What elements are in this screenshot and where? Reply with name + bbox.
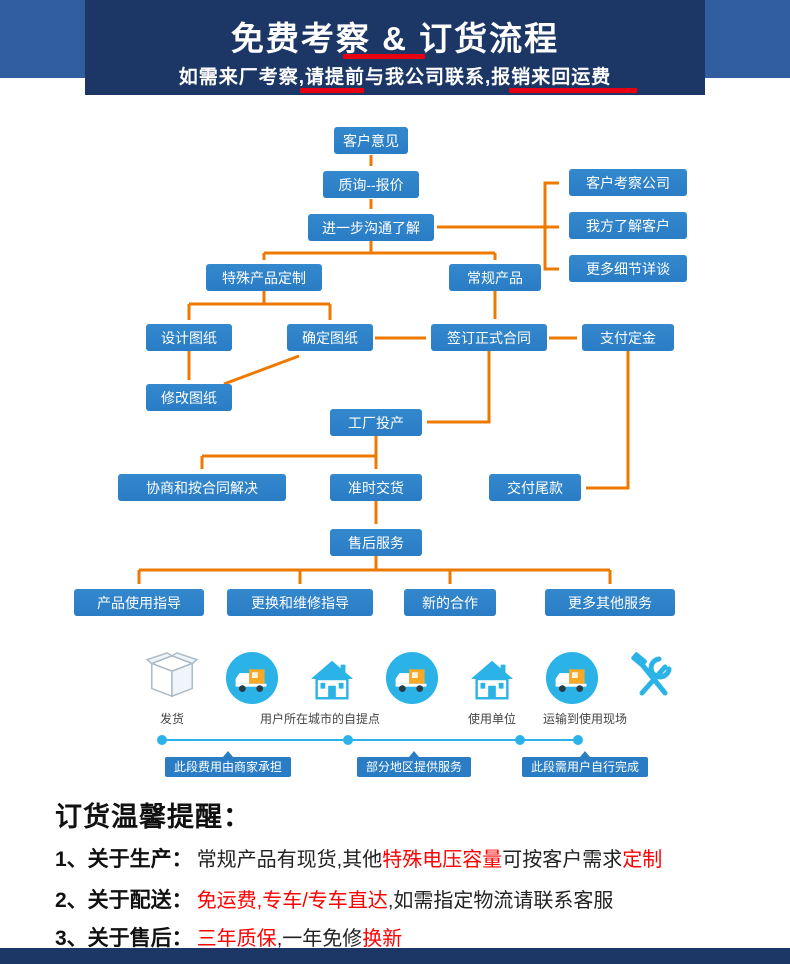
flow-node-custom-product: 特殊产品定制 [206, 264, 322, 291]
reminder-text-highlight: 免运费,专车/专车直达 [196, 890, 388, 912]
logistics-label: 运输到使用现场 [542, 712, 628, 726]
flow-node-after-sales: 售后服务 [330, 529, 422, 556]
logistics-label: 用户所在城市的自提点 [259, 712, 381, 726]
reminders-heading: 订货温馨提醒： [55, 802, 251, 832]
flow-node-further-communication: 进一步沟通了解 [308, 214, 434, 241]
reminder-item-delivery: 2、关于配送：免运费,专车/专车直达,如需指定物流请联系客服 [55, 884, 613, 914]
reminder-text: ,如需指定物流请联系客服 [387, 890, 614, 912]
timeline-segment-label: 部分地区提供服务 [357, 751, 472, 777]
header-banner: 免费考察 & 订货流程 如需来厂考察,请提前与我公司联系,报销来回运费 [0, 0, 790, 95]
flow-node-design-drawing: 设计图纸 [146, 324, 232, 351]
flow-arrow [223, 354, 300, 386]
flow-arrow [427, 351, 491, 424]
reminder-label: 2、关于配送： [55, 889, 193, 912]
truck-icon [545, 651, 599, 710]
flow-node-standard-product: 常规产品 [449, 264, 541, 291]
flow-node-inquiry-quote: 质询--报价 [323, 171, 419, 198]
box-icon [145, 650, 199, 707]
timeline-segment-label: 此段需用户自行完成 [522, 751, 649, 777]
reminder-label: 3、关于售后： [55, 927, 193, 950]
reminder-text-highlight: 定制 [622, 849, 663, 871]
flow-node-sign-contract: 签订正式合同 [431, 324, 547, 351]
flow-node-confirm-drawing: 确定图纸 [287, 324, 373, 351]
flow-node-usage-guidance: 产品使用指导 [74, 589, 204, 616]
logistics-label: 使用单位 [467, 712, 517, 726]
flow-arrow [586, 351, 630, 490]
reminder-text-highlight: 特殊电压容量 [382, 849, 503, 871]
logistics-label: 发货 [159, 712, 185, 726]
truck-icon [225, 651, 279, 710]
timeline-dot [157, 735, 167, 745]
house-icon [468, 656, 516, 709]
subtitle-underline-accent [509, 88, 637, 93]
tools-icon [627, 651, 677, 706]
house-icon [308, 656, 356, 709]
reminder-text: 常规产品有现货,其他 [196, 849, 383, 871]
reminder-item-after-sales: 3、关于售后：三年质保,一年免修换新 [55, 922, 402, 952]
reminder-label: 1、关于生产： [55, 848, 193, 871]
flow-node-understand-client: 我方了解客户 [569, 212, 687, 239]
reminder-text: ,一年免修 [276, 928, 363, 950]
flow-arrow [543, 227, 559, 271]
timeline-dot [343, 735, 353, 745]
ribbon-right [695, 0, 790, 78]
flow-arrow [543, 181, 559, 227]
footer-bar [0, 948, 790, 964]
flow-node-pay-balance: 交付尾款 [489, 474, 581, 501]
flow-node-factory-production: 工厂投产 [330, 409, 422, 436]
timeline-dot [573, 735, 583, 745]
header-panel [85, 0, 705, 95]
flow-node-discuss-details: 更多细节详谈 [569, 255, 687, 282]
reminder-text-highlight: 三年质保 [196, 928, 277, 950]
reminder-item-production: 1、关于生产：常规产品有现货,其他特殊电压容量可按客户需求定制 [55, 843, 662, 873]
timeline-dot [515, 735, 525, 745]
timeline-segment-label: 此段费用由商家承担 [165, 751, 292, 777]
subtitle-underline-accent [300, 88, 364, 93]
flow-node-revise-drawing: 修改图纸 [146, 384, 232, 411]
ribbon-left [0, 0, 95, 78]
flow-node-more-services: 更多其他服务 [545, 589, 675, 616]
flow-node-new-cooperation: 新的合作 [404, 589, 496, 616]
title-underline-accent [343, 54, 425, 59]
flow-node-repair-guidance: 更换和维修指导 [227, 589, 373, 616]
page-subtitle: 如需来厂考察,请提前与我公司联系,报销来回运费 [178, 67, 612, 88]
flow-node-client-visit-company: 客户考察公司 [569, 169, 687, 196]
reminder-text: 可按客户需求 [502, 849, 623, 871]
truck-icon [385, 651, 439, 710]
flow-node-on-time-delivery: 准时交货 [330, 474, 422, 501]
flow-node-negotiate-contract: 协商和按合同解决 [118, 474, 286, 501]
page-title: 免费考察 & 订货流程 [230, 20, 560, 57]
flow-node-pay-deposit: 支付定金 [582, 324, 674, 351]
timeline-line [162, 739, 578, 741]
reminder-text-highlight: 换新 [362, 928, 403, 950]
flow-node-customer-opinion: 客户意见 [334, 127, 408, 154]
